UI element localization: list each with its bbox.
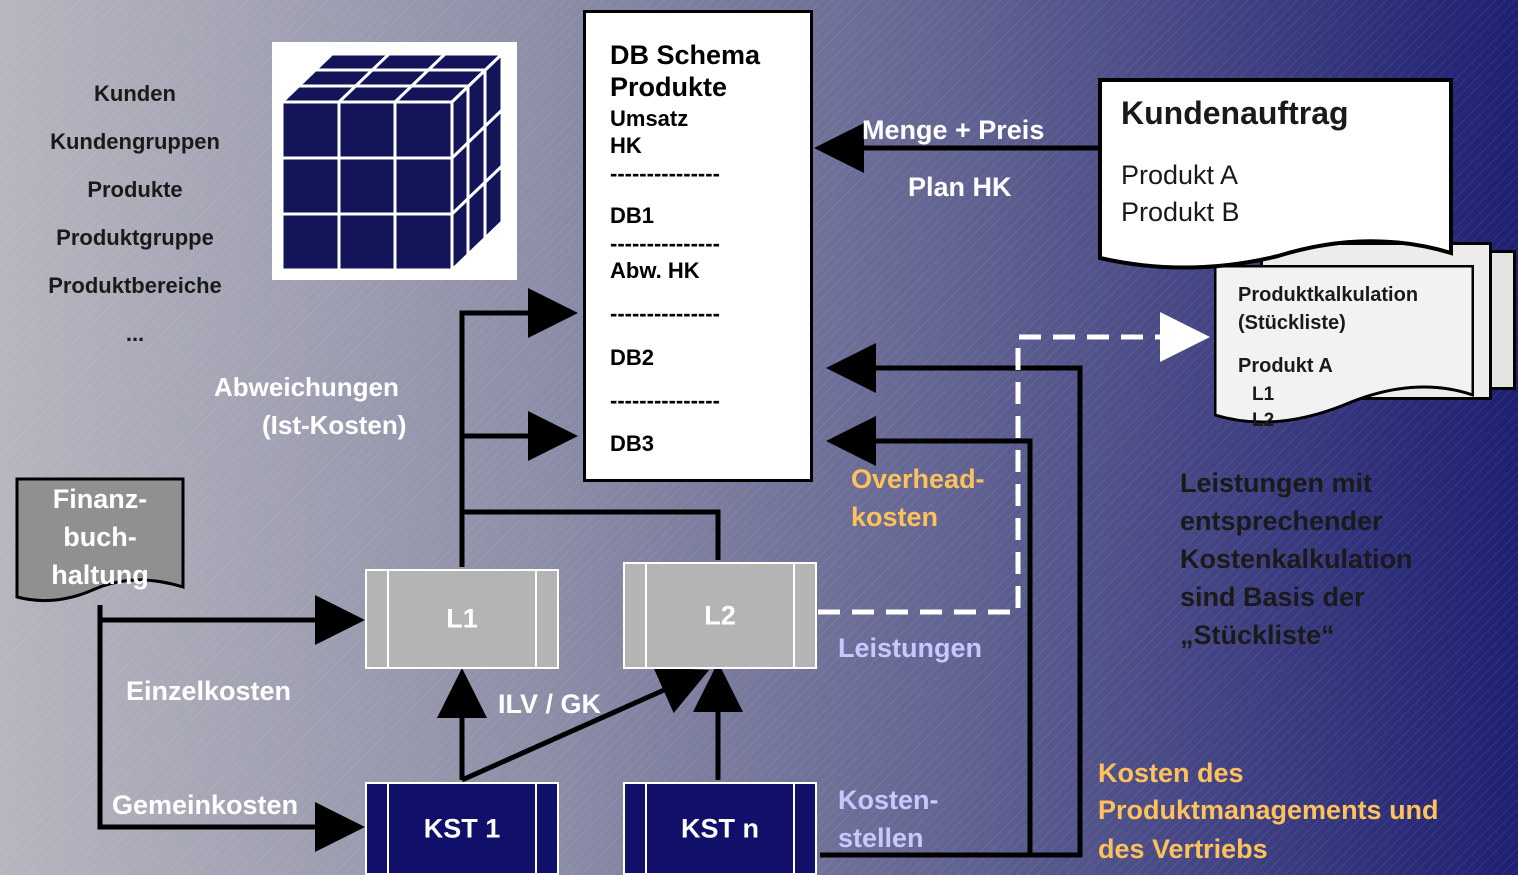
kundenauftrag-product: Produkt A	[1121, 160, 1239, 190]
kstn-label: KST n	[681, 813, 759, 843]
db-row: Abw. HK	[610, 258, 700, 283]
label-kosten-pm: Kosten des	[1098, 758, 1244, 788]
kundenauftrag-doc	[1098, 78, 1453, 270]
leistung-l1-label: L1	[446, 603, 478, 634]
basis-text: „Stückliste“	[1180, 620, 1335, 650]
kalk-item: L1	[1252, 384, 1275, 405]
kalk-item: L2	[1252, 410, 1275, 431]
label-plan-hk: Plan HK	[908, 172, 1012, 202]
kalk-product: Produkt A	[1238, 355, 1333, 377]
db-schema-box: DB Schema Produkte Umsatz HK -----------…	[583, 10, 813, 482]
db-row: Umsatz	[610, 106, 689, 131]
kalk-subtitle: (Stückliste)	[1238, 312, 1346, 334]
kundenauftrag-product: Produkt B	[1121, 197, 1240, 227]
finanzbuchhaltung-doc	[15, 477, 185, 603]
arrow-l1-abweichungen	[459, 288, 578, 567]
arrow-gemeinkosten	[97, 620, 365, 852]
db-divider: ---------------	[610, 161, 720, 186]
fibu-label: buch-	[63, 522, 137, 552]
line-l2-l1	[462, 509, 721, 560]
arrow-ilv-gk	[460, 667, 710, 783]
basis-text: Leistungen mit	[1180, 468, 1373, 498]
label-kosten-pm-2: Produktmanagements und	[1098, 795, 1439, 825]
dimension-item: Produktbereiche	[48, 273, 222, 298]
label-gemeinkosten: Gemeinkosten	[112, 790, 299, 820]
db-divider: ---------------	[610, 231, 720, 256]
label-kosten-pm-3: des Vertriebs	[1098, 834, 1268, 864]
db-schema-subtitle: Produkte	[610, 72, 728, 102]
label-overhead: Overhead-	[851, 464, 985, 494]
dimension-item: Kunden	[94, 81, 176, 106]
label-abweichungen: Abweichungen	[214, 372, 399, 402]
label-einzelkosten: Einzelkosten	[126, 676, 292, 706]
label-menge-preis: Menge + Preis	[862, 115, 1045, 145]
label-kostenstellen-2: stellen	[838, 823, 924, 853]
kst1-label: KST 1	[423, 813, 501, 843]
arrow-overhead-db3	[820, 416, 1033, 858]
dashed-l2-kalkulation	[818, 312, 1210, 615]
label-overhead-kosten: kosten	[851, 502, 939, 532]
db-row: HK	[610, 133, 642, 158]
fibu-label: haltung	[51, 560, 149, 590]
db-schema-title: DB Schema	[610, 40, 761, 70]
dimension-list: Kunden Kundengruppen Produkte Produktgru…	[30, 70, 240, 358]
leistung-l2-label: L2	[704, 600, 736, 630]
db-row: DB3	[610, 431, 655, 456]
data-cube-icon	[272, 42, 517, 280]
basis-text: sind Basis der	[1180, 582, 1365, 612]
dimension-item: Kundengruppen	[50, 129, 220, 154]
db-row: DB2	[610, 345, 655, 370]
basis-text: Kostenkalkulation	[1180, 544, 1413, 574]
produktkalkulation-doc	[1214, 265, 1474, 424]
label-ist-kosten: (Ist-Kosten)	[262, 410, 407, 440]
leistung-l1-box: L1	[365, 569, 559, 669]
dimension-item: Produktgruppe	[56, 225, 214, 250]
leistung-l2-box: L2	[623, 562, 817, 669]
basis-text: entsprechender	[1180, 506, 1383, 536]
db-row: DB1	[610, 203, 655, 228]
arrow-kosten-pm-db2	[826, 343, 1083, 858]
kalk-title: Produktkalkulation	[1238, 284, 1419, 306]
kstn-box: KST n	[623, 782, 817, 875]
kst1-box: KST 1	[365, 782, 559, 875]
label-ilv-gk: ILV / GK	[498, 689, 602, 719]
dimension-item: ...	[125, 321, 145, 346]
db-divider: ---------------	[610, 388, 720, 413]
db-divider: ---------------	[610, 301, 720, 326]
label-leistungen: Leistungen	[838, 633, 983, 663]
kundenauftrag-title: Kundenauftrag	[1121, 95, 1349, 131]
dimension-item: Produkte	[87, 177, 183, 202]
label-kostenstellen: Kosten-	[838, 785, 939, 815]
fibu-label: Finanz-	[52, 484, 148, 514]
